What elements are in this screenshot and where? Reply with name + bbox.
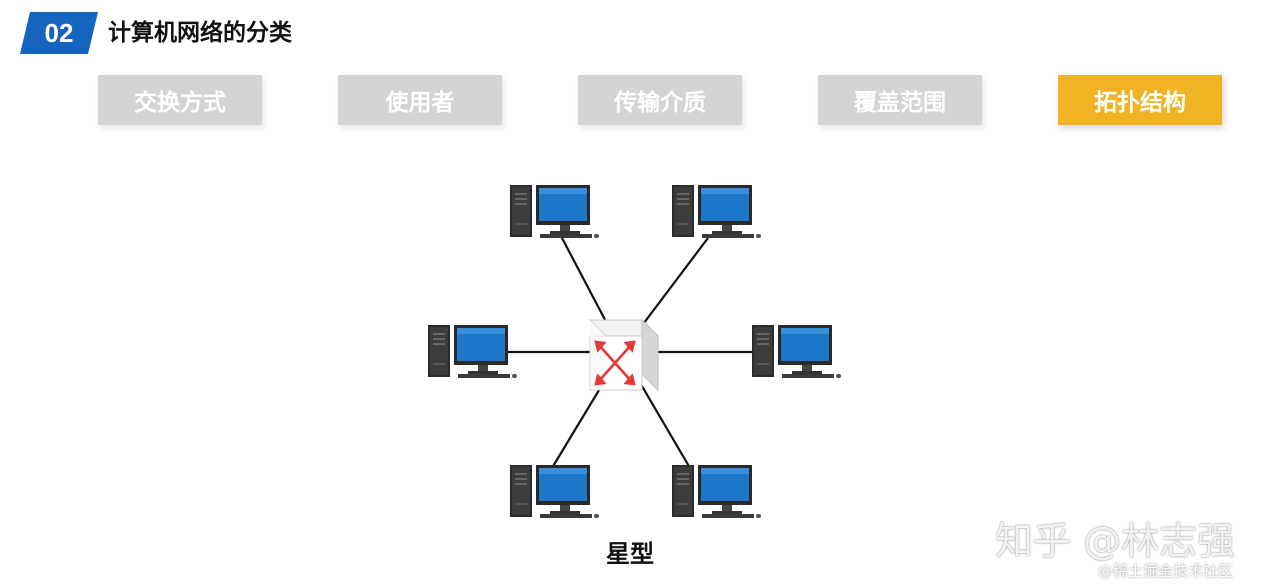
diagram-caption: 星型 bbox=[606, 540, 654, 568]
desktop-computer-icon bbox=[428, 325, 517, 378]
network-switch-icon bbox=[588, 318, 660, 392]
tab-switching-method[interactable]: 交换方式 bbox=[98, 75, 262, 125]
tab-coverage[interactable]: 覆盖范围 bbox=[818, 75, 982, 125]
desktop-computer-icon bbox=[510, 185, 599, 238]
desktop-computer-icon bbox=[672, 465, 761, 518]
section-number: 02 bbox=[44, 17, 74, 48]
section-number-badge: 02 bbox=[20, 12, 98, 54]
badge-shape bbox=[20, 12, 98, 54]
tab-user[interactable]: 使用者 bbox=[338, 75, 502, 125]
tab-topology[interactable]: 拓扑结构 bbox=[1058, 75, 1222, 125]
watermark-juejin: @稀土掘金技术社区 bbox=[1098, 562, 1234, 580]
desktop-computer-icon bbox=[672, 185, 761, 238]
tab-transmission-medium[interactable]: 传输介质 bbox=[578, 75, 742, 125]
desktop-computer-icon bbox=[752, 325, 841, 378]
page-title: 计算机网络的分类 bbox=[108, 20, 292, 46]
desktop-computer-icon bbox=[510, 465, 599, 518]
watermark-zhihu: 知乎 @林志强 bbox=[995, 519, 1236, 563]
